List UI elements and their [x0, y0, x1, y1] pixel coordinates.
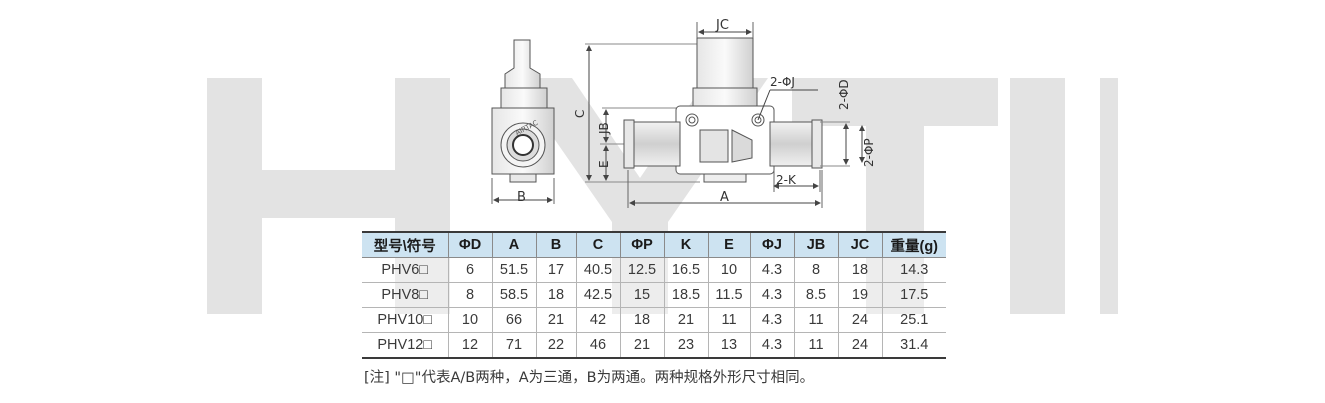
header-cell: ΦP: [619, 231, 665, 258]
table-cell: 15: [619, 282, 665, 308]
table-cell: 14.3: [881, 257, 946, 283]
table-cell: 13: [707, 332, 751, 359]
model-cell: PHV8□: [362, 282, 449, 308]
table-cell: 25.1: [881, 307, 946, 333]
table-row: PHV10□ 10 66 21 42 18 21 11 4.3 11 24 25…: [362, 307, 946, 333]
header-cell: C: [575, 231, 621, 258]
table-row: PHV8□ 8 58.5 18 42.5 15 18.5 11.5 4.3 8.…: [362, 282, 946, 308]
header-cell: ΦD: [447, 231, 493, 258]
header-cell: A: [491, 231, 537, 258]
table-cell: 42: [575, 307, 621, 333]
table-cell: 12: [447, 332, 493, 359]
header-cell: 重量(g): [881, 231, 946, 258]
table-cell: 10: [707, 257, 751, 283]
table-cell: 4.3: [749, 332, 795, 359]
table-cell: 21: [619, 332, 665, 359]
table-cell: 21: [535, 307, 577, 333]
dim-label-c: C: [573, 110, 587, 118]
table-cell: 23: [663, 332, 709, 359]
technical-drawing: AIRTAC B C JB E JC 2-ΦJ: [491, 18, 876, 208]
table-cell: 51.5: [491, 257, 537, 283]
model-cell: PHV10□: [362, 307, 449, 333]
table-cell: 11: [707, 307, 751, 333]
header-cell: JC: [837, 231, 883, 258]
footnote: [注] "□"代表A/B两种，A为三通，B为两通。两种规格外形尺寸相同。: [364, 370, 815, 386]
table-cell: 66: [491, 307, 537, 333]
front-view: [623, 37, 823, 183]
table-cell: 46: [575, 332, 621, 359]
header-cell: 型号\符号: [362, 231, 449, 258]
table-cell: 8: [447, 282, 493, 308]
table-cell: 58.5: [491, 282, 537, 308]
table-cell: 11.5: [707, 282, 751, 308]
table-cell: 4.3: [749, 307, 795, 333]
table-header-row: 型号\符号 ΦD A B C ΦP K E ΦJ JB JC 重量(g): [362, 231, 946, 258]
dim-label-jc: JC: [715, 18, 729, 33]
table-cell: 11: [793, 307, 839, 333]
table-cell: 12.5: [619, 257, 665, 283]
dim-label-jb: JB: [597, 122, 611, 135]
table-cell: 17.5: [881, 282, 946, 308]
dim-label-phi-d: 2-ΦD: [837, 79, 851, 110]
dim-label-e: E: [597, 160, 611, 168]
table-row: PHV12□ 12 71 22 46 21 23 13 4.3 11 24 31…: [362, 332, 946, 359]
table-cell: 4.3: [749, 282, 795, 308]
table-cell: 42.5: [575, 282, 621, 308]
dim-label-b: B: [517, 190, 526, 205]
table-cell: 71: [491, 332, 537, 359]
table-cell: 11: [793, 332, 839, 359]
model-cell: PHV12□: [362, 332, 449, 359]
table-cell: 10: [447, 307, 493, 333]
table-cell: 31.4: [881, 332, 946, 359]
table-cell: 18: [837, 257, 883, 283]
spec-table: 型号\符号 ΦD A B C ΦP K E ΦJ JB JC 重量(g) PHV…: [362, 231, 946, 359]
table-cell: 8.5: [793, 282, 839, 308]
table-cell: 18: [535, 282, 577, 308]
table-cell: 4.3: [749, 257, 795, 283]
table-cell: 24: [837, 332, 883, 359]
model-cell: PHV6□: [362, 257, 449, 283]
header-cell: JB: [793, 231, 839, 258]
table-cell: 16.5: [663, 257, 709, 283]
side-view: [491, 39, 555, 183]
table-cell: 18.5: [663, 282, 709, 308]
header-cell: B: [535, 231, 577, 258]
table-cell: 19: [837, 282, 883, 308]
table-cell: 40.5: [575, 257, 621, 283]
table-cell: 22: [535, 332, 577, 359]
header-cell: K: [663, 231, 709, 258]
table-cell: 17: [535, 257, 577, 283]
table-cell: 6: [447, 257, 493, 283]
dim-label-k: 2-K: [776, 173, 797, 187]
table-cell: 21: [663, 307, 709, 333]
dim-label-phi-p: 2-ΦP: [862, 138, 876, 167]
header-cell: E: [707, 231, 751, 258]
table-cell: 18: [619, 307, 665, 333]
table-cell: 8: [793, 257, 839, 283]
dim-label-a: A: [720, 190, 729, 205]
dim-label-phi-j: 2-ΦJ: [770, 75, 795, 89]
header-cell: ΦJ: [749, 231, 795, 258]
table-row: PHV6□ 6 51.5 17 40.5 12.5 16.5 10 4.3 8 …: [362, 257, 946, 283]
table-cell: 24: [837, 307, 883, 333]
